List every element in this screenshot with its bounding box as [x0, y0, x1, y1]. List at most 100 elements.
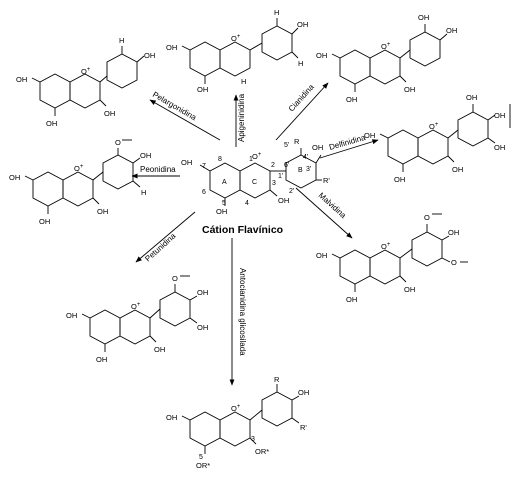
cianidina-structure [331, 24, 448, 92]
ring-c-label: C [252, 179, 257, 186]
central-oh-5: OH [216, 207, 227, 216]
glic-r-prime: R' [300, 423, 307, 432]
pos-3: 3 [272, 180, 276, 187]
pos-1-prime: 1' [278, 173, 283, 180]
pel-h: H [119, 36, 124, 45]
glic-pos-5: 5 [199, 454, 203, 461]
reaction-arrows [131, 82, 379, 386]
glic-or-5: OR* [196, 461, 210, 470]
cian-oh-7: OH [316, 51, 327, 60]
petu-oh-3: OH [154, 345, 165, 354]
malv-oh-7: OH [316, 251, 327, 260]
delf-oh-4prime: OH [494, 111, 505, 120]
malv-o: O+ [381, 242, 391, 251]
pos-8: 8 [218, 156, 222, 163]
delf-oh-3prime: OH [466, 93, 477, 102]
delf-oh-5: OH [394, 175, 405, 184]
pel-oh-3: OH [104, 109, 115, 118]
delf-oh-7: OH [364, 131, 375, 140]
apig-h-bottom: H [298, 59, 303, 68]
arrow-cianidina [275, 82, 329, 141]
central-r: R [294, 137, 300, 146]
apig-h-top: H [274, 8, 279, 17]
cian-oh-3prime: OH [418, 13, 429, 22]
pel-oh-7: OH [16, 75, 27, 84]
petu-oh-7: OH [66, 311, 77, 320]
delf-o: O+ [429, 122, 439, 131]
ring-a-label: A [222, 179, 227, 186]
apig-h-3: H [241, 77, 246, 86]
pos-2-prime: 2' [289, 188, 294, 195]
label-cianidina: Cianidina [287, 82, 316, 113]
glic-o: O+ [231, 404, 241, 413]
central-o-plus: O+ [252, 152, 262, 161]
label-apigeninidina: Apigeninidina [237, 93, 246, 142]
label-malvidina: Malvidina [317, 191, 349, 221]
malv-methoxy-o-top: O [424, 213, 430, 222]
ring-b-label: B [298, 167, 303, 174]
pos-3-prime: 3' [306, 166, 311, 173]
pos-5-prime: 5' [284, 142, 289, 149]
petu-oh-5prime: OH [197, 323, 208, 332]
petu-oh-5: OH [96, 355, 107, 364]
label-petunidina: Petunidina [143, 231, 178, 263]
pos-1: 1 [249, 156, 253, 163]
arrow-pelargonidina [149, 99, 221, 141]
petu-o: O+ [131, 302, 141, 311]
glic-r: R [274, 375, 280, 384]
central-r-prime: R' [323, 176, 330, 185]
pos-6: 6 [202, 189, 206, 196]
central-oh-7: OH [181, 158, 192, 167]
pelargonidina-structure [31, 46, 145, 116]
pos-2: 2 [271, 162, 275, 169]
cian-oh-4prime: OH [446, 26, 457, 35]
cian-oh-5: OH [346, 95, 357, 104]
glicosilada-structure [181, 384, 300, 454]
glic-oh-4prime: OH [298, 388, 309, 397]
malv-oh-5: OH [346, 295, 357, 304]
peon-oh-7: OH [9, 173, 20, 182]
glic-pos-3: 3 [251, 436, 255, 443]
petu-methoxy-o: O [172, 274, 178, 283]
peon-oh-4prime: OH [140, 151, 151, 160]
central-oh-3: OH [278, 196, 289, 205]
apig-o: O+ [231, 34, 241, 43]
apig-oh-4prime: OH [297, 20, 308, 29]
label-glicosilada: Antocianidina glicosilada [238, 268, 247, 356]
label-peonidina: Peonidina [140, 165, 176, 174]
pel-o: O+ [81, 67, 91, 76]
malvidina-structure [331, 213, 468, 292]
label-pelargonidina: Pelargonidina [151, 90, 198, 123]
delfinidina-structure [379, 104, 511, 172]
pos-6-prime: 6' [284, 162, 289, 169]
malv-oh-4prime: OH [448, 228, 459, 237]
pos-4-prime: 4' [303, 154, 308, 161]
pos-4: 4 [245, 200, 249, 207]
apig-oh-5: OH [197, 85, 208, 94]
peon-oh-3: OH [97, 207, 108, 216]
delf-oh-3: OH [452, 165, 463, 174]
peon-h: H [141, 188, 146, 197]
arrow-delfinidina [319, 139, 379, 159]
glic-oh-7: OH [166, 413, 177, 422]
peonidina-structure [24, 139, 141, 214]
pos-5: 5 [222, 200, 226, 207]
pel-oh-4prime: OH [144, 51, 155, 60]
central-flavylium-structure [199, 148, 322, 206]
pel-oh-5: OH [46, 119, 57, 128]
center-title: Cátion Flavínico [202, 224, 283, 236]
pos-7: 7 [202, 163, 206, 170]
arrow-malvidina [295, 187, 353, 239]
apigeninidina-structure [181, 18, 299, 84]
central-oh-4prime: OH [312, 143, 323, 152]
malv-oh-3: OH [404, 285, 415, 294]
delf-oh-5prime: OH [494, 143, 505, 152]
apig-oh-7: OH [166, 43, 177, 52]
arrow-petunidina [135, 211, 196, 263]
cian-o: O+ [381, 42, 391, 51]
peon-oh-5: OH [39, 217, 50, 226]
peon-methoxy-o: O [115, 138, 121, 147]
glic-or-3: OR* [255, 447, 269, 456]
petu-oh-4prime: OH [197, 288, 208, 297]
